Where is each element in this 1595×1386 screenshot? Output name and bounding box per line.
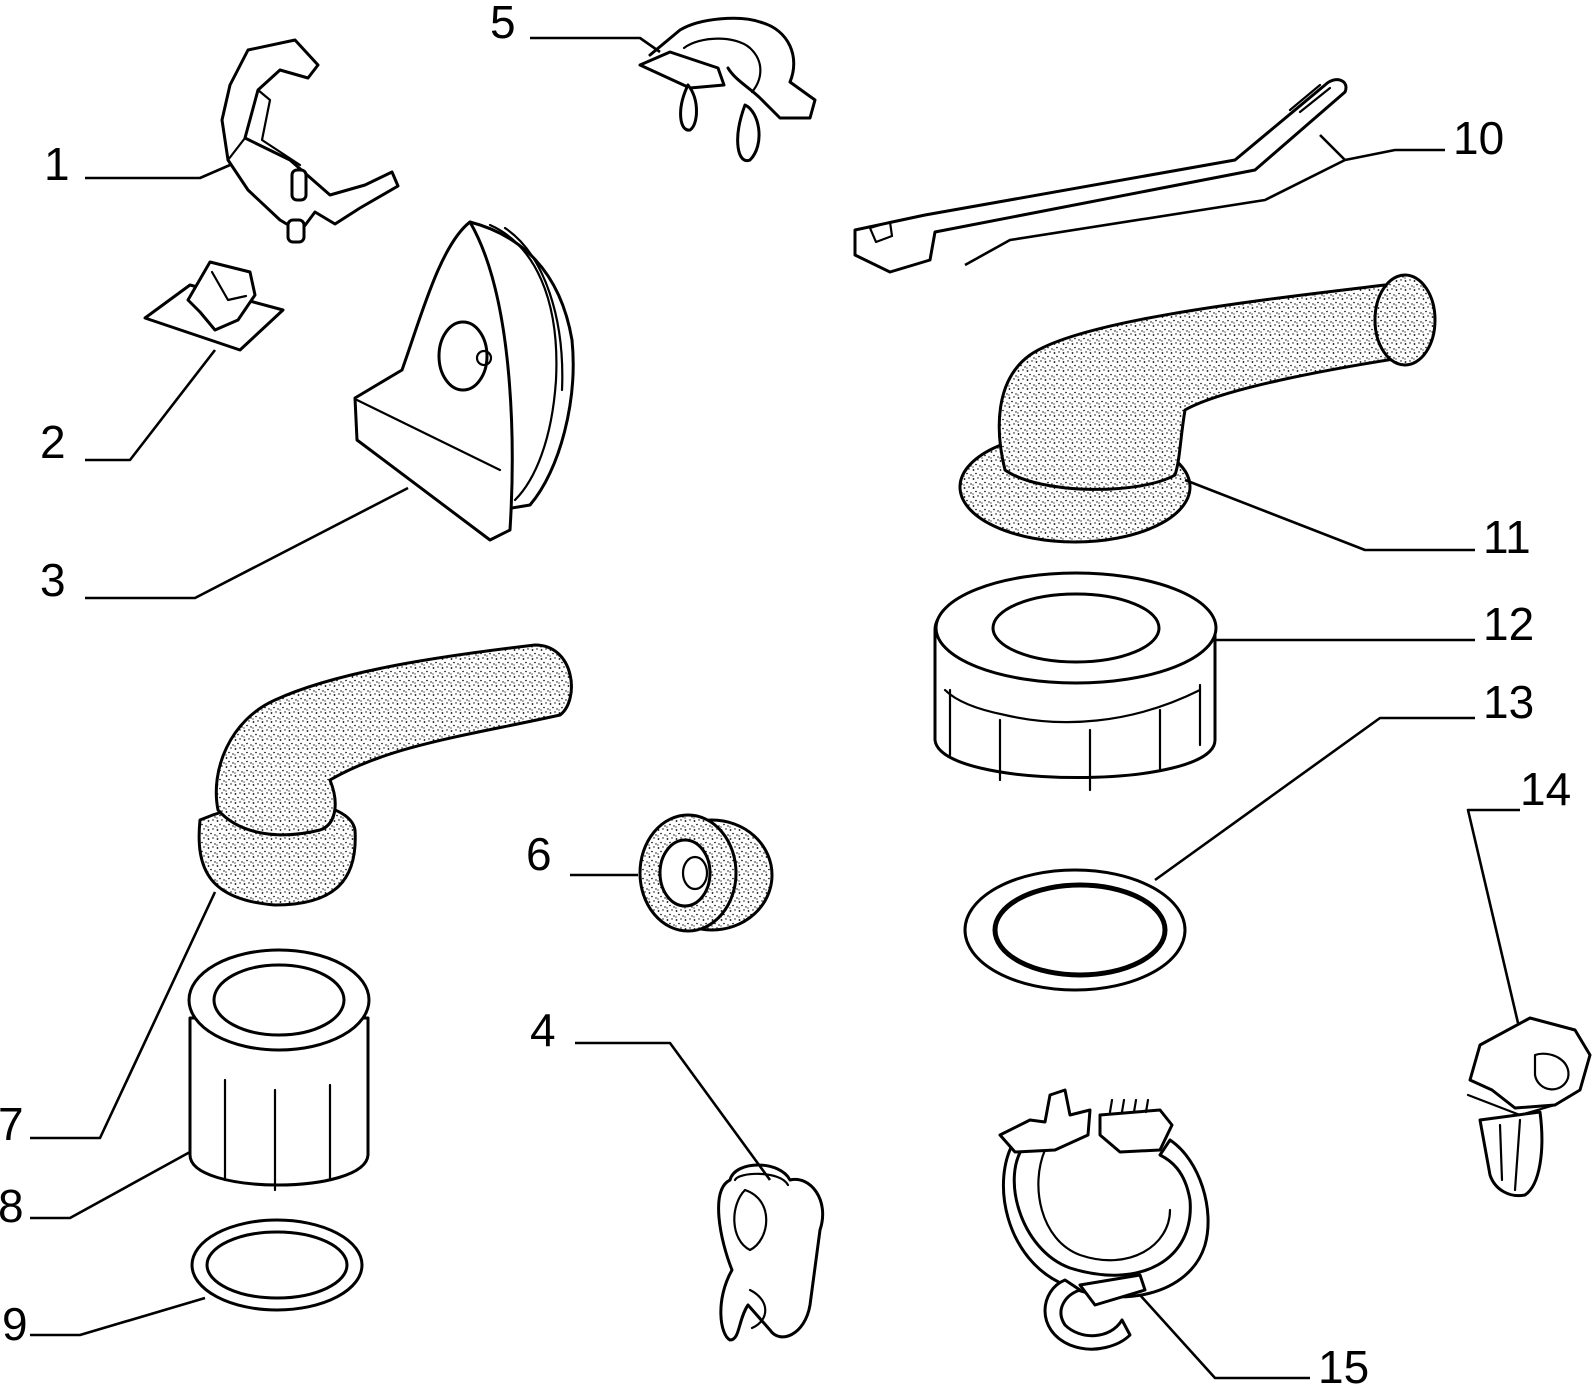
callout-8: 8	[0, 1180, 24, 1232]
part-ring-nut-large	[933, 571, 1218, 792]
part-double-clip	[717, 1163, 825, 1342]
leader-2	[85, 349, 217, 462]
callout-12: 12	[1483, 598, 1534, 650]
part-grommet-cover	[353, 220, 575, 542]
callout-3: 3	[40, 554, 66, 606]
part-bracket-clip	[220, 38, 400, 244]
part-gasket	[190, 1218, 364, 1312]
callout-10: 10	[1453, 112, 1504, 164]
callout-15: 15	[1318, 1341, 1369, 1386]
leader-10b	[1319, 134, 1346, 161]
part-grommet	[638, 813, 774, 933]
callout-7: 7	[0, 1098, 24, 1150]
callout-1: 1	[44, 138, 70, 190]
leader-15	[1139, 1294, 1310, 1380]
part-push-clip	[1466, 1016, 1592, 1198]
part-hose-clamp	[998, 1088, 1210, 1351]
leader-1	[85, 163, 231, 180]
leader-5	[530, 36, 661, 54]
part-ring-nut	[187, 948, 371, 1192]
callout-4: 4	[530, 1004, 556, 1056]
leader-7	[30, 891, 217, 1140]
leader-8	[30, 1150, 191, 1220]
leader-11	[1184, 478, 1475, 552]
part-cable-tie	[853, 78, 1348, 274]
leader-13	[1154, 716, 1475, 882]
part-pipe-clip	[638, 16, 817, 163]
leader-14	[1466, 808, 1520, 1024]
callout-13: 13	[1483, 676, 1534, 728]
leader-3	[85, 486, 409, 600]
part-elbow-hose	[197, 643, 573, 907]
callout-9: 9	[2, 1298, 28, 1350]
part-adhesive-clip	[143, 260, 285, 352]
callout-14: 14	[1520, 763, 1571, 815]
part-gasket-large	[963, 868, 1187, 992]
callout-6: 6	[526, 828, 552, 880]
callout-11: 11	[1483, 511, 1531, 563]
callout-2: 2	[40, 416, 66, 468]
leader-4	[575, 1041, 772, 1181]
callout-5: 5	[490, 0, 516, 48]
part-elbow-hose-large	[958, 273, 1437, 544]
leader-9	[30, 1296, 206, 1337]
leader-10	[964, 148, 1445, 267]
